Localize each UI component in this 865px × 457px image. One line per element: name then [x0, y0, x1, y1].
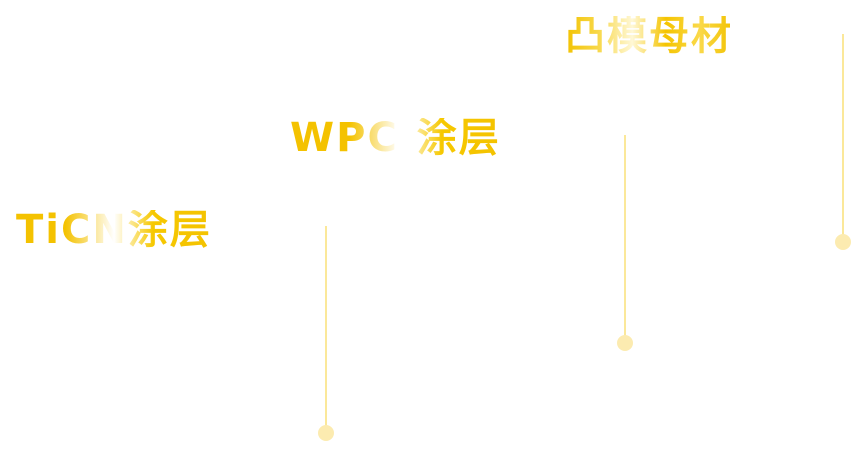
marker-punch-dot	[835, 234, 851, 250]
label-ticn-coating: TiCN涂层	[16, 207, 212, 253]
label-punch-base: 凸模母材	[565, 13, 733, 59]
label-wpc-name: WPC	[290, 115, 399, 161]
marker-wpc-dot	[617, 335, 633, 351]
leader-ticn	[256, 225, 334, 441]
label-wpc-suffix: 涂层	[416, 115, 501, 161]
registered-mark: ®	[398, 112, 417, 133]
marker-ticn-dot	[318, 425, 334, 441]
label-wpc-coating: WPC®涂层	[290, 118, 501, 158]
leader-wpc	[553, 134, 633, 351]
leader-punch-base	[772, 33, 851, 250]
